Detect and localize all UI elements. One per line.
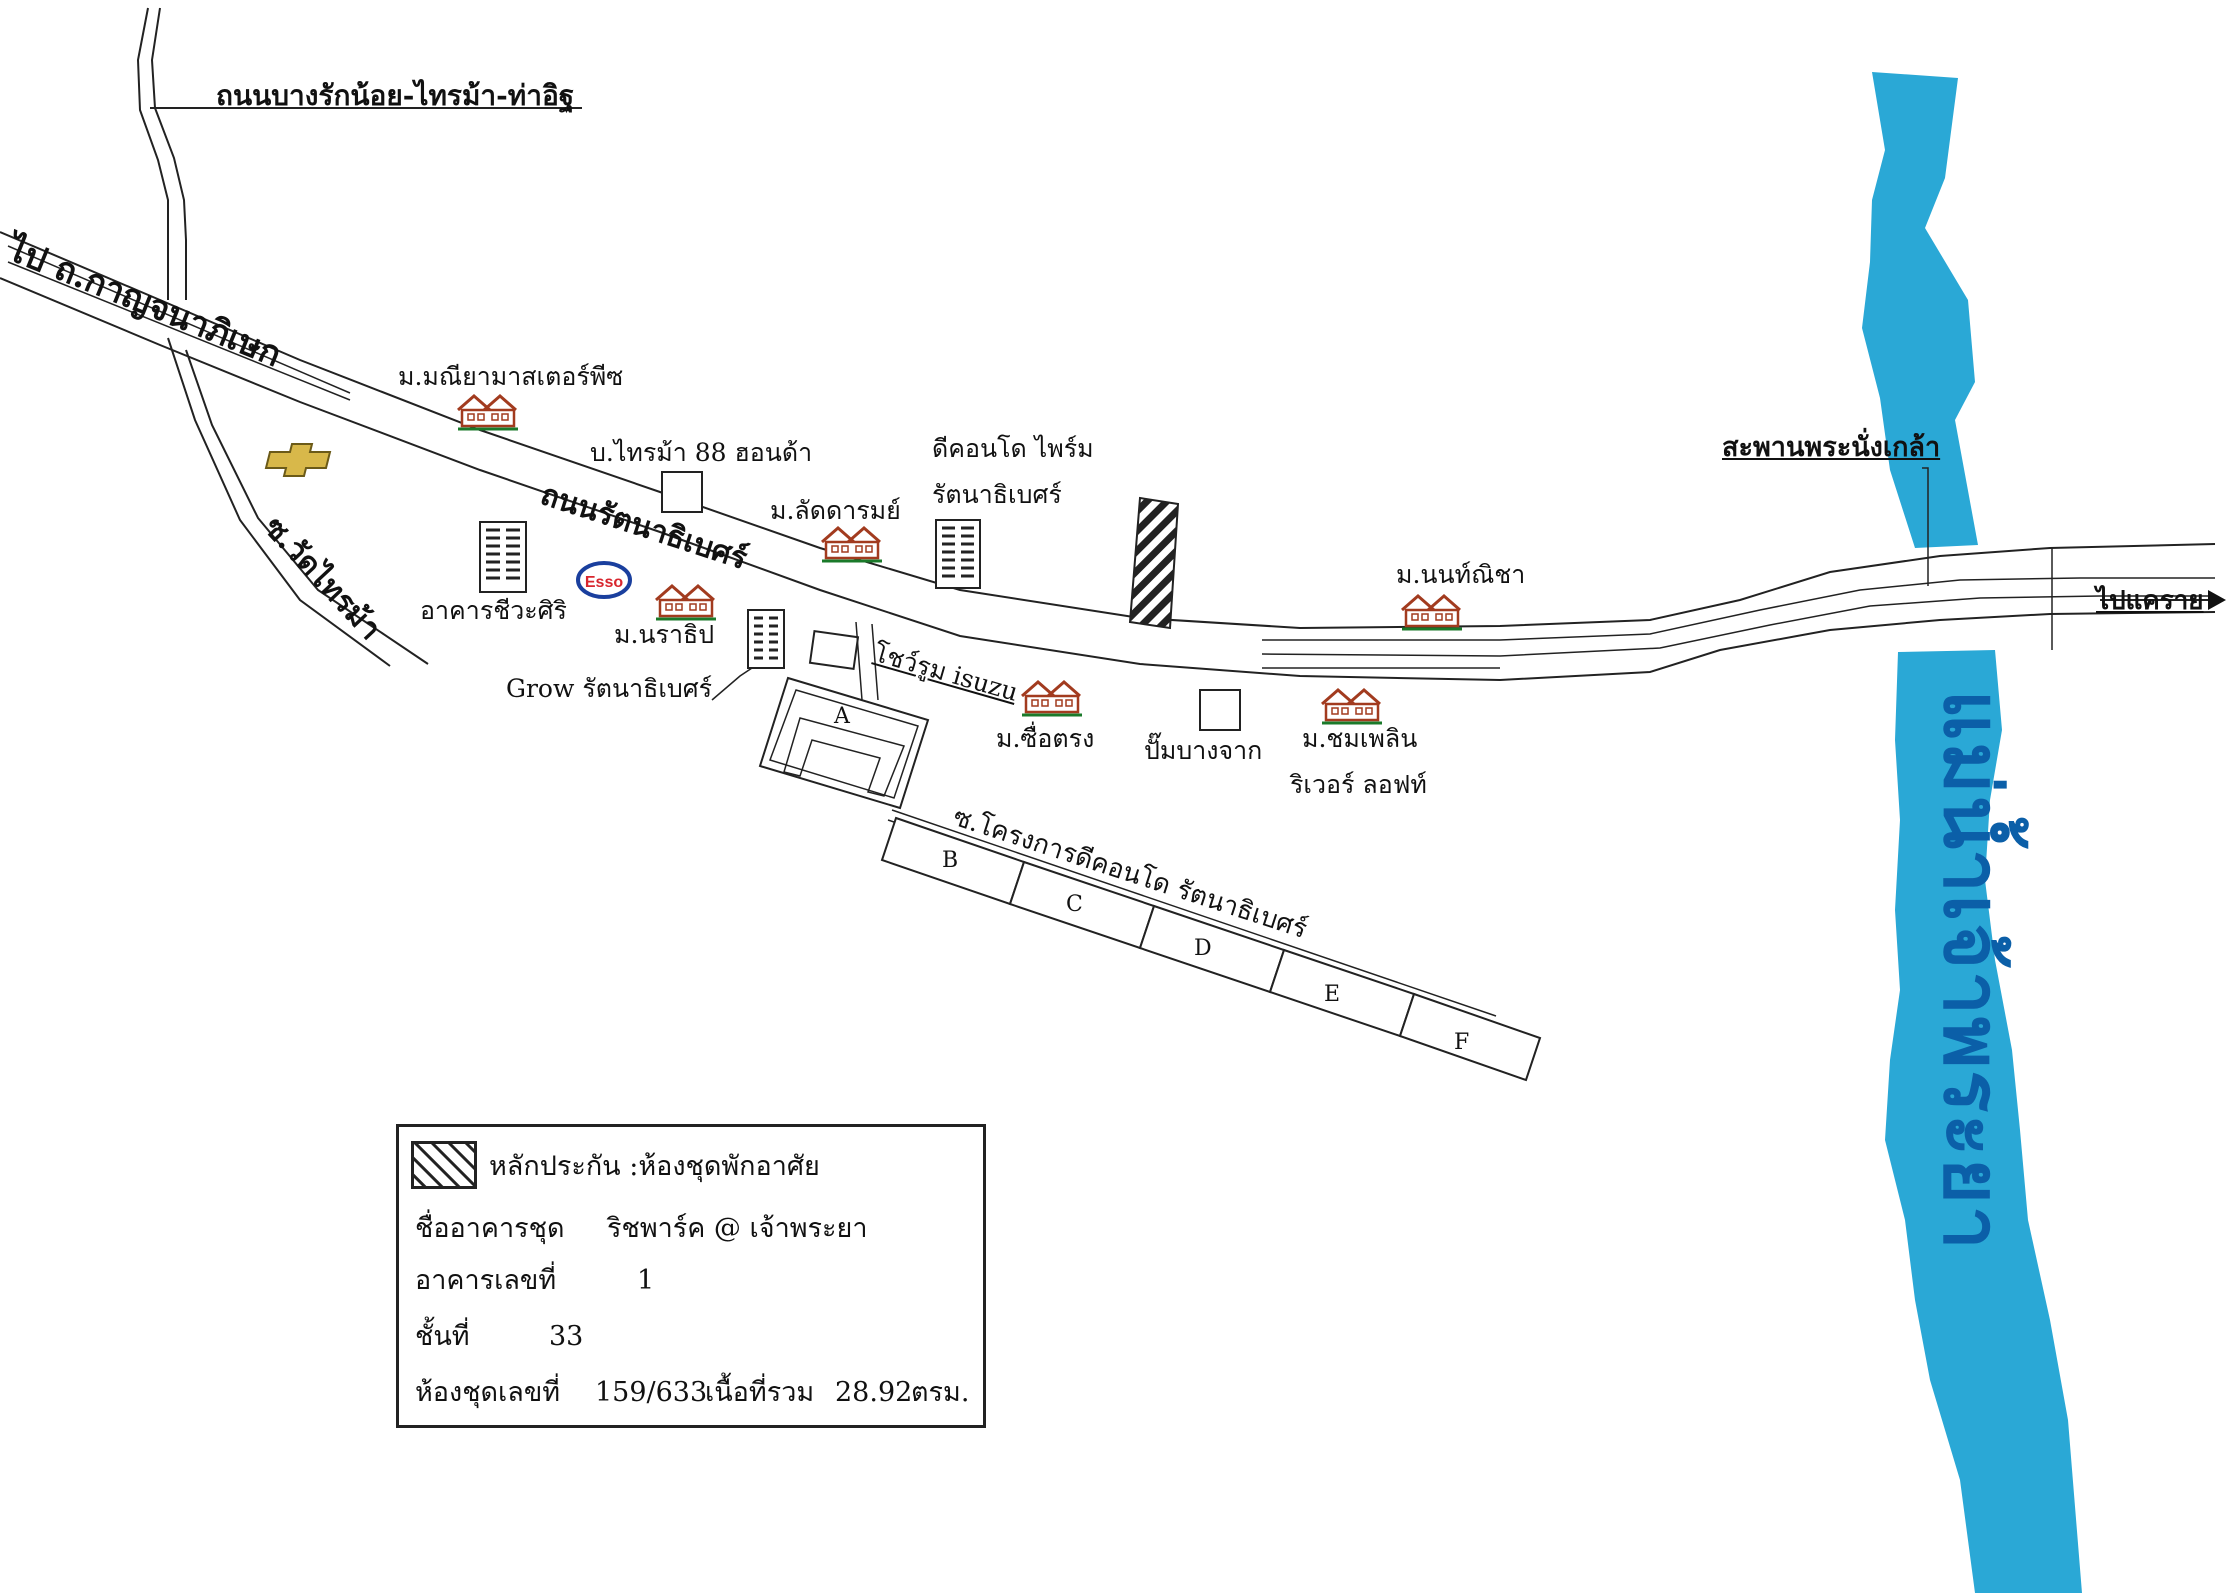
legend-building-name-value: ริชพาร์ค @ เจ้าพระยา: [607, 1213, 868, 1244]
soi-wat-right-edge: [185, 349, 429, 665]
main-road-median-west: [7, 245, 351, 394]
legend-building-no-value: 1: [637, 1265, 655, 1296]
pump-plot: [1199, 689, 1241, 731]
narathip-label: ม.นราธิป: [614, 620, 715, 649]
plot-a-inner: [783, 717, 906, 797]
legend-unit-label: ห้องชุดเลขที่: [415, 1377, 561, 1408]
to-khae-rai-label: ไปแคราย: [2096, 586, 2204, 616]
subject-building: [1128, 496, 1180, 630]
maniya-label: ม.มณียามาสเตอร์พีซ: [398, 362, 624, 391]
plot-a-label: A: [834, 704, 850, 729]
bridge-line: [1922, 467, 1929, 586]
chomphlern-label-2: ริเวอร์ ลอฟท์: [1290, 770, 1427, 799]
grow-building-icon: [747, 609, 785, 669]
esso-icon: Esso: [576, 561, 632, 599]
river-lower: [1885, 650, 2082, 1593]
plots-b-f: [880, 816, 1542, 1082]
legend-area-label: เนื้อที่รวม: [705, 1377, 815, 1408]
chevrolet-icon: [264, 443, 332, 477]
arrow-to-khae-rai-icon: [2208, 590, 2226, 610]
suetrong-house-icon: [1020, 678, 1084, 718]
river-upper: [1862, 72, 1978, 548]
north-south-road-right-edge: [150, 7, 187, 300]
maniya-house-icon: [456, 392, 520, 432]
plot-e-label: E: [1324, 982, 1341, 1007]
chomphlern-house-icon: [1320, 686, 1384, 726]
latdarom-label: ม.ลัดดารมย์: [770, 496, 901, 525]
isuzu-access-road: [855, 621, 879, 701]
top-road-label: ถนนบางรักน้อย-ไทรม้า-ท่าอิฐ: [216, 79, 575, 112]
soi-wat-left-edge: [167, 337, 391, 667]
dcondo-prime-label-2: รัตนาธิเบศร์: [932, 480, 1062, 509]
plot-c-label: C: [1066, 892, 1083, 917]
isuzu-showroom-plot: [808, 629, 860, 671]
narathip-house-icon: [654, 582, 718, 622]
main-road-south-edge: [0, 277, 2216, 682]
honda-plot: [661, 471, 703, 513]
suetrong-label: ม.ซื่อตรง: [996, 724, 1095, 753]
nonthanicha-house-icon: [1400, 592, 1464, 632]
legend-area-value: 28.92: [835, 1377, 913, 1408]
legend-building-no-label: อาคารเลขที่: [415, 1265, 557, 1296]
main-road-north-edge: [0, 231, 2216, 630]
legend-collateral-label: หลักประกัน :ห้องชุดพักอาศัย: [489, 1151, 820, 1182]
legend-area-unit: ตรม.: [911, 1377, 970, 1408]
chiwasiri-label: อาคารชีวะศิริ: [420, 596, 567, 625]
plot-a-middle: [769, 689, 919, 799]
soi-project-edge-1: [891, 809, 1497, 1017]
plot-d-label: D: [1194, 936, 1212, 961]
river-name-label: แม่น้ำเจ้าพระยา: [1926, 690, 2017, 1252]
honda-label: บ.ไทรม้า 88 ฮอนด้า: [590, 438, 813, 467]
dcondo-prime-label-1: ดีคอนโด ไพร์ม: [932, 434, 1094, 463]
legend-floor-value: 33: [549, 1321, 584, 1352]
dcondo-prime-building-icon: [935, 519, 981, 589]
pump-label: ปั๊มบางจาก: [1144, 736, 1263, 765]
legend-floor-label: ชั้นที่: [415, 1321, 470, 1352]
nonthanicha-label: ม.นนท์ณิชา: [1396, 560, 1526, 589]
main-road-median-east-1: [1262, 577, 2215, 641]
plot-f-label: F: [1454, 1030, 1470, 1055]
chomphlern-label-1: ม.ชมเพลิน: [1302, 724, 1418, 753]
legend-building-name-label: ชื่ออาคารชุด: [415, 1213, 565, 1244]
esso-logo-text: Esso: [585, 574, 623, 591]
grow-label: Grow รัตนาธิเบศร์: [506, 674, 713, 703]
legend-unit-value: 159/633: [595, 1377, 708, 1408]
bridge-label: สะพานพระนั่งเกล้า: [1722, 432, 1941, 463]
north-south-road-left-edge: [136, 7, 169, 300]
plot-b-label: B: [942, 848, 959, 873]
main-road-median-east-2: [1261, 595, 2215, 657]
latdarom-house-icon: [820, 524, 884, 564]
grow-leader-line: [711, 667, 753, 701]
plot-a-outer: [758, 676, 930, 810]
plot-f: [1398, 992, 1542, 1082]
main-road-median-west-2: [7, 261, 351, 401]
chiwasiri-building-icon: [479, 521, 527, 593]
collateral-hatch-icon: [411, 1141, 477, 1189]
legend-box: หลักประกัน :ห้องชุดพักอาศัย ชื่ออาคารชุด…: [396, 1124, 986, 1428]
